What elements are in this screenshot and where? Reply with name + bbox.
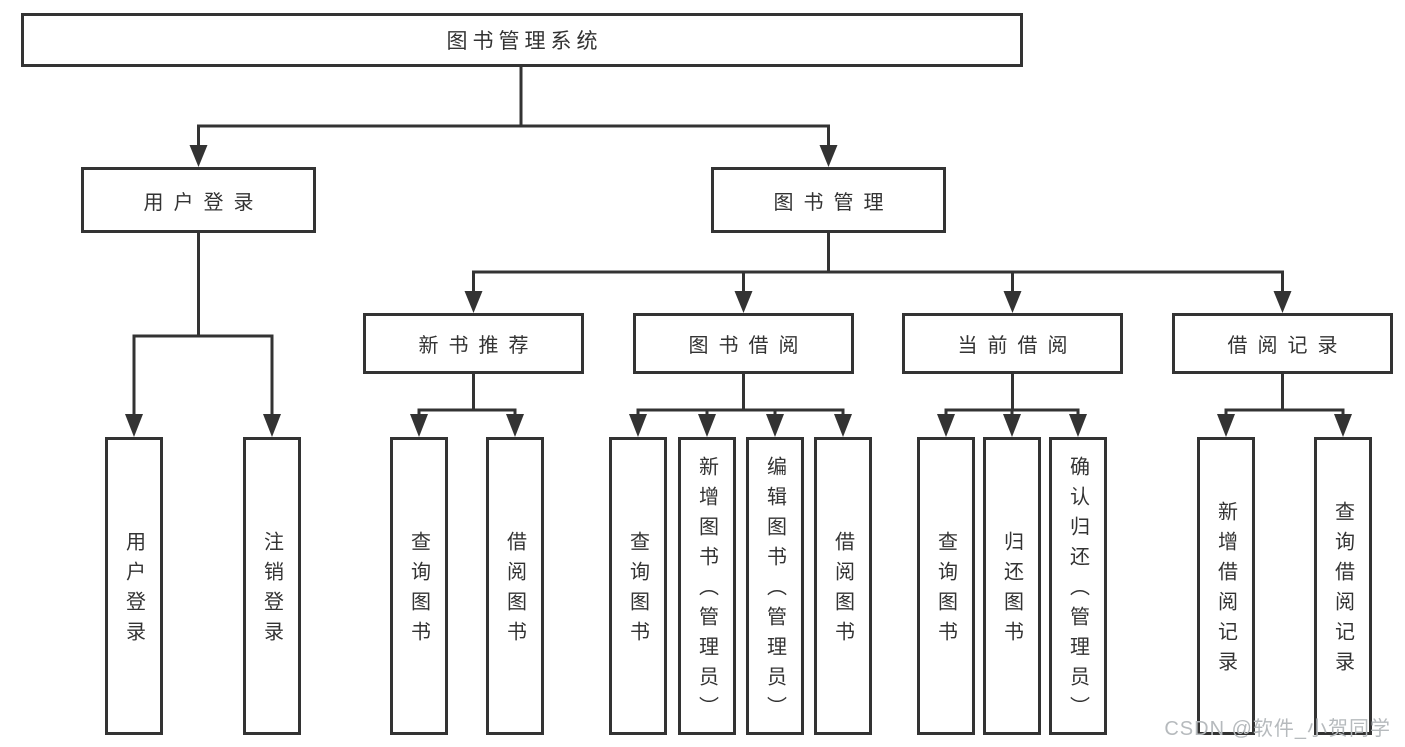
tree-edges — [132, 67, 1345, 415]
leaf-user-login: 用户登录 — [105, 437, 163, 735]
leaf-current-query-books: 查询图书 — [917, 437, 975, 735]
leaf-recommend-query-books: 查询图书 — [390, 437, 448, 735]
node-label: 图书借阅 — [688, 335, 809, 357]
leaf-label: 查询图书 — [407, 531, 430, 651]
arrowhead-icons — [125, 145, 1352, 437]
leaf-label: 新增图书（管理员） — [695, 456, 718, 726]
leaf-label: 借阅图书 — [831, 531, 854, 651]
node-library-management-system: 图书管理系统 — [21, 13, 1023, 67]
node-label: 用户登录 — [143, 191, 264, 214]
leaf-label: 新增借阅记录 — [1214, 501, 1237, 681]
leaf-label: 确认归还（管理员） — [1066, 456, 1089, 726]
leaf-label: 归还图书 — [1000, 531, 1023, 651]
node-user-login: 用户登录 — [81, 167, 316, 233]
node-new-book-recommend: 新书推荐 — [363, 313, 584, 374]
leaf-logout: 注销登录 — [243, 437, 301, 735]
leaf-label: 借阅图书 — [503, 531, 526, 651]
node-borrow-record: 借阅记录 — [1172, 313, 1393, 374]
leaf-label: 注销登录 — [260, 531, 283, 651]
node-label: 当前借阅 — [957, 335, 1078, 357]
leaf-label: 查询借阅记录 — [1331, 501, 1354, 681]
watermark: CSDN @软件_小贺同学 — [1164, 718, 1391, 740]
leaf-borrow-query-books: 查询图书 — [609, 437, 667, 735]
node-label: 借阅记录 — [1227, 335, 1348, 357]
node-label: 图书管理 — [773, 191, 894, 214]
leaf-label: 编辑图书（管理员） — [763, 456, 786, 726]
node-book-management: 图书管理 — [711, 167, 946, 233]
leaf-confirm-return-admin: 确认归还（管理员） — [1049, 437, 1107, 735]
node-book-borrow: 图书借阅 — [633, 313, 854, 374]
leaf-return-books: 归还图书 — [983, 437, 1041, 735]
leaf-label: 查询图书 — [934, 531, 957, 651]
node-label: 新书推荐 — [418, 335, 539, 357]
leaf-label: 查询图书 — [626, 531, 649, 651]
node-current-borrow: 当前借阅 — [902, 313, 1123, 374]
leaf-borrow-books: 借阅图书 — [814, 437, 872, 735]
leaf-add-borrow-record: 新增借阅记录 — [1197, 437, 1255, 735]
leaf-edit-books-admin: 编辑图书（管理员） — [746, 437, 804, 735]
node-label: 图书管理系统 — [446, 30, 603, 53]
leaf-query-borrow-record: 查询借阅记录 — [1314, 437, 1372, 735]
leaf-label: 用户登录 — [122, 531, 145, 651]
leaf-recommend-borrow-books: 借阅图书 — [486, 437, 544, 735]
leaf-add-books-admin: 新增图书（管理员） — [678, 437, 736, 735]
